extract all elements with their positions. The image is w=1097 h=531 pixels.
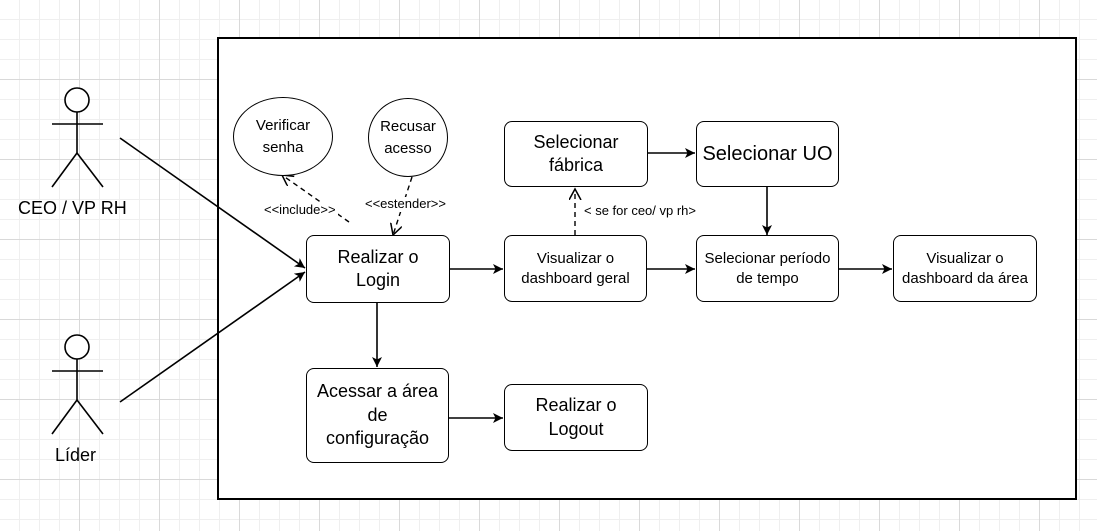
use-case-selecionar-fabrica: Selecionar fábrica	[504, 121, 648, 187]
label-condicao: < se for ceo/ vp rh>	[582, 203, 699, 219]
use-case-realizar-logout: Realizar o Logout	[504, 384, 648, 451]
edge-include	[282, 175, 350, 223]
use-case-acessar-configuracao: Acessar a área de configuração	[306, 368, 449, 463]
label-include: <<include>>	[262, 202, 338, 218]
actor-lider-label: Líder	[55, 445, 97, 465]
actor-lider-figure	[51, 334, 104, 435]
actor-ceo-figure	[51, 87, 104, 188]
use-case-selecionar-uo: Selecionar UO	[696, 121, 839, 187]
use-case-recusar-acesso: Recusar acesso	[368, 98, 448, 177]
label-estender: <<estender>>	[363, 196, 448, 212]
edge-ceo-login	[119, 137, 306, 269]
use-case-visualizar-dashboard-geral: Visualizar o dashboard geral	[504, 235, 647, 302]
use-case-selecionar-periodo: Selecionar período de tempo	[696, 235, 839, 302]
edge-lider-login	[119, 271, 306, 403]
use-case-verificar-senha: Verificar senha	[233, 97, 333, 176]
use-case-realizar-login: Realizar o Login	[306, 235, 450, 303]
use-case-visualizar-dashboard-area: Visualizar o dashboard da área	[893, 235, 1037, 302]
actor-ceo-label: CEO / VP RH	[18, 198, 127, 218]
